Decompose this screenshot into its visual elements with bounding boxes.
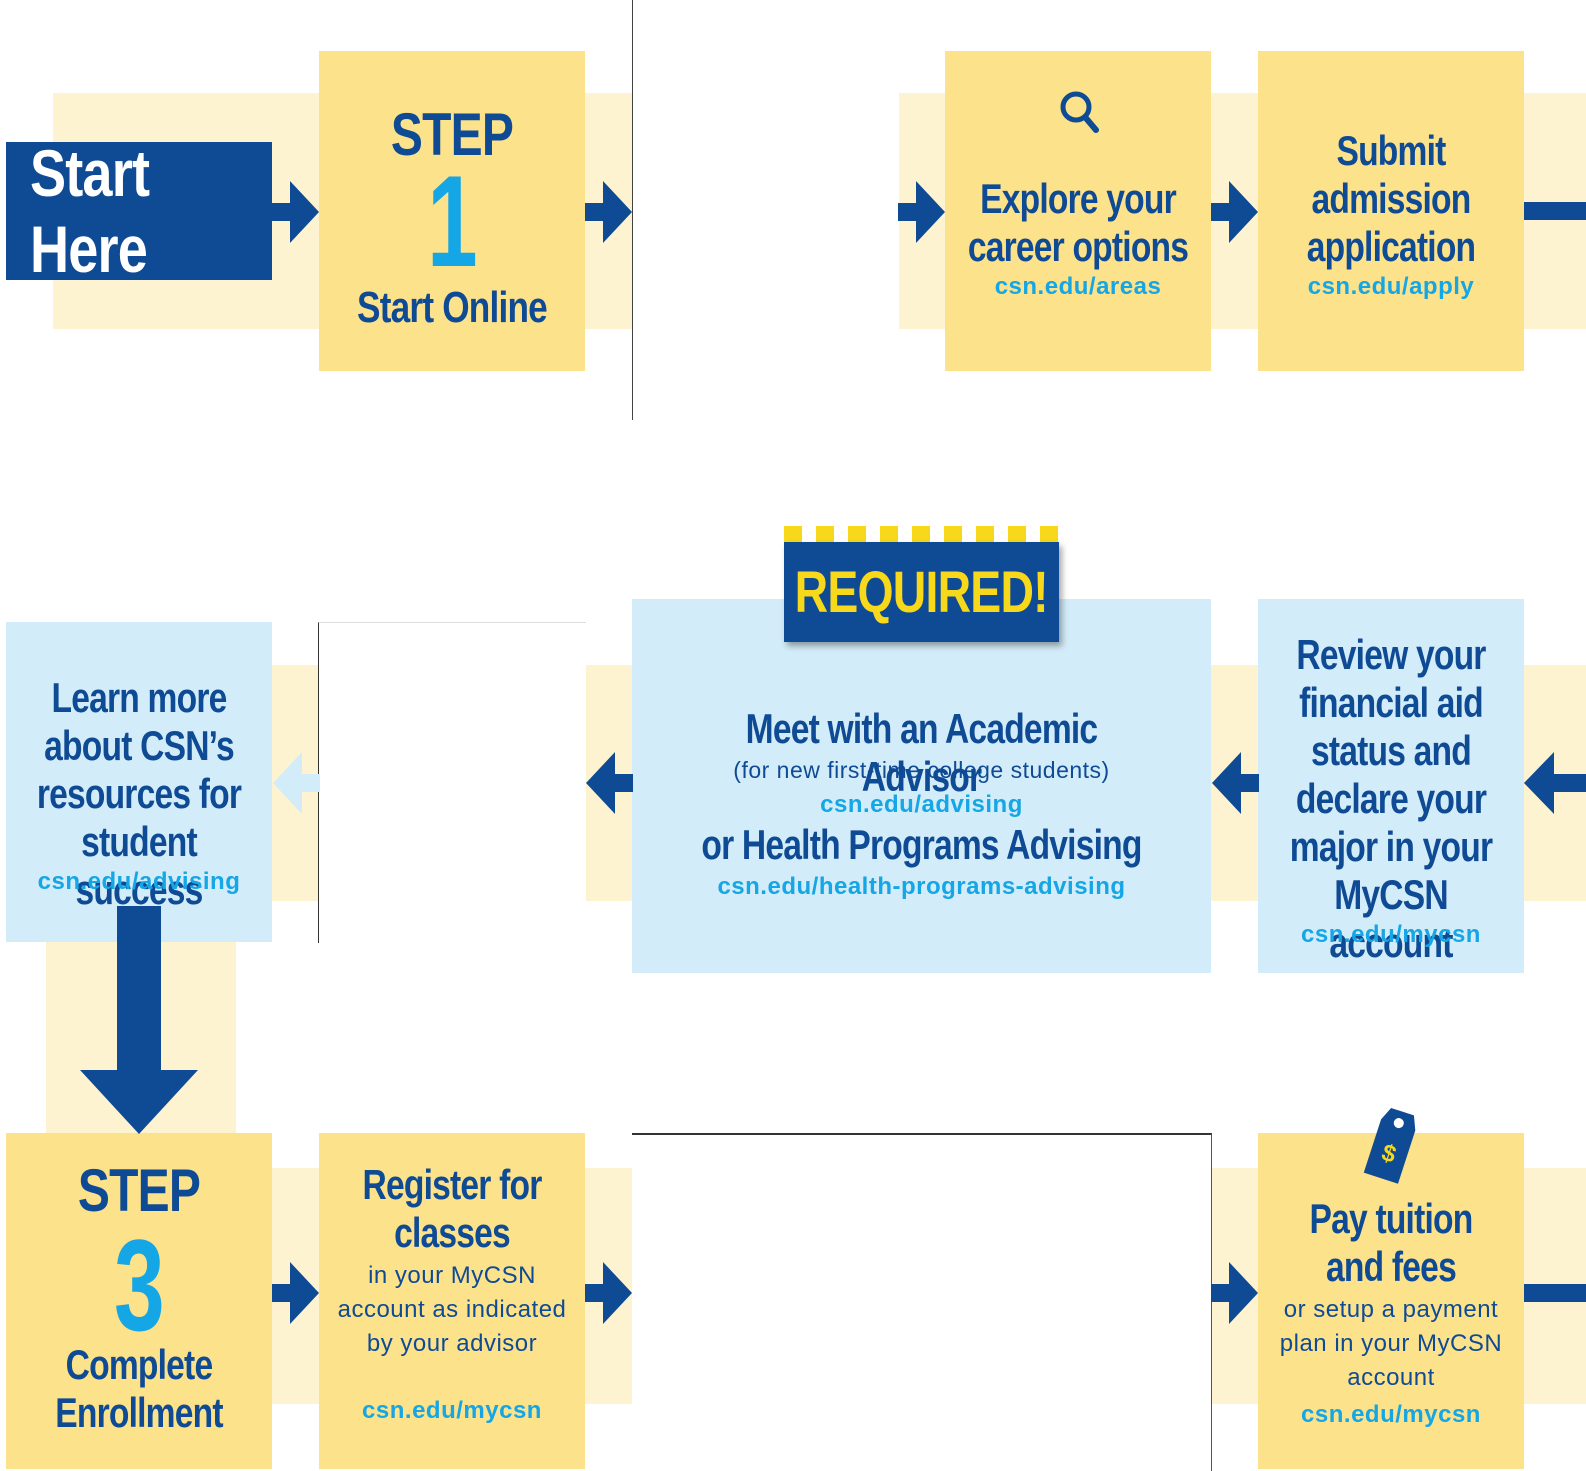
required-badge-body: REQUIRED! [784,542,1059,642]
search-icon [1060,91,1099,133]
register-title: Register for classes [362,1161,543,1256]
arrow-register-right [585,1262,632,1324]
start-here-label: Start Here [29,136,150,286]
arrow-advisor-left [586,752,633,814]
learn-box: Learn more about CSN’s resources for stu… [6,622,272,942]
arrow-review-to-advisor [1212,752,1259,814]
learn-title: Learn more about CSN’s resources for stu… [36,674,242,913]
review-link[interactable]: csn.edu/mycsn [1301,921,1481,948]
pay-link[interactable]: csn.edu/mycsn [1301,1401,1481,1428]
connector-submit-right [1524,202,1586,220]
health-advising-title: or Health Programs Advising [701,821,1142,868]
pay-body: or setup a payment plan in your MyCSN ac… [1279,1296,1503,1391]
step3-title: Complete Enrollment [55,1341,223,1436]
required-badge-stripes [784,526,1059,542]
pay-box: Pay tuition and fees or setup a payment … [1258,1133,1524,1469]
explore-box: Explore your career options csn.edu/area… [945,51,1211,371]
register-box: Register for classes in your MyCSN accou… [319,1133,585,1469]
pay-title: Pay tuition and fees [1309,1195,1474,1290]
advisor-box: Meet with an Academic Advisor (for new f… [632,599,1211,973]
arrow-start-to-step1 [272,181,319,243]
review-title: Review your financial aid status and dec… [1289,631,1493,966]
step1-step-label: STEP [390,101,514,168]
step1-title: Start Online [357,283,548,332]
explore-title: Explore your career options [967,175,1189,270]
learn-link[interactable]: csn.edu/advising [37,868,241,895]
price-tag-icon: $ [1363,1107,1416,1184]
arrow-step3-to-register [272,1262,319,1324]
step3-number: 3 [114,1212,165,1358]
explore-link[interactable]: csn.edu/areas [994,273,1162,300]
review-box: Review your financial aid status and dec… [1258,599,1524,973]
submit-link[interactable]: csn.edu/apply [1307,273,1475,300]
blank-panel-row1 [632,0,899,420]
step1-number: 1 [427,148,478,294]
advisor-link[interactable]: csn.edu/advising [820,791,1023,818]
register-link[interactable]: csn.edu/mycsn [362,1397,542,1424]
submit-box: Submit admission application csn.edu/app… [1258,51,1524,371]
blank-panel-row3 [632,1133,1212,1471]
blank-panel-row2 [318,622,586,943]
health-advising-link[interactable]: csn.edu/health-programs-advising [717,873,1126,900]
arrow-explore-to-submit [1211,181,1258,243]
arrow-into-review [1524,752,1586,814]
step3-box: STEP 3 Complete Enrollment [6,1133,272,1469]
arrow-to-learn [273,752,320,814]
submit-title: Submit admission application [1306,127,1476,270]
start-here-box: Start Here [6,136,272,286]
required-badge: REQUIRED! [784,526,1059,642]
connector-pay-right [1524,1284,1586,1302]
arrow-to-explore [898,181,945,243]
advisor-title: Meet with an Academic Advisor [745,705,1098,800]
step1-box: STEP 1 Start Online [319,51,585,371]
arrow-step1-right [585,181,632,243]
register-body: in your MyCSN account as indicated by yo… [337,1262,567,1357]
required-badge-label: REQUIRED! [794,559,1049,625]
arrow-to-pay [1211,1262,1258,1324]
advisor-note: (for new first-time college students) [733,757,1110,783]
arrow-down-to-step3 [80,906,198,1134]
step3-step-label: STEP [77,1157,201,1224]
